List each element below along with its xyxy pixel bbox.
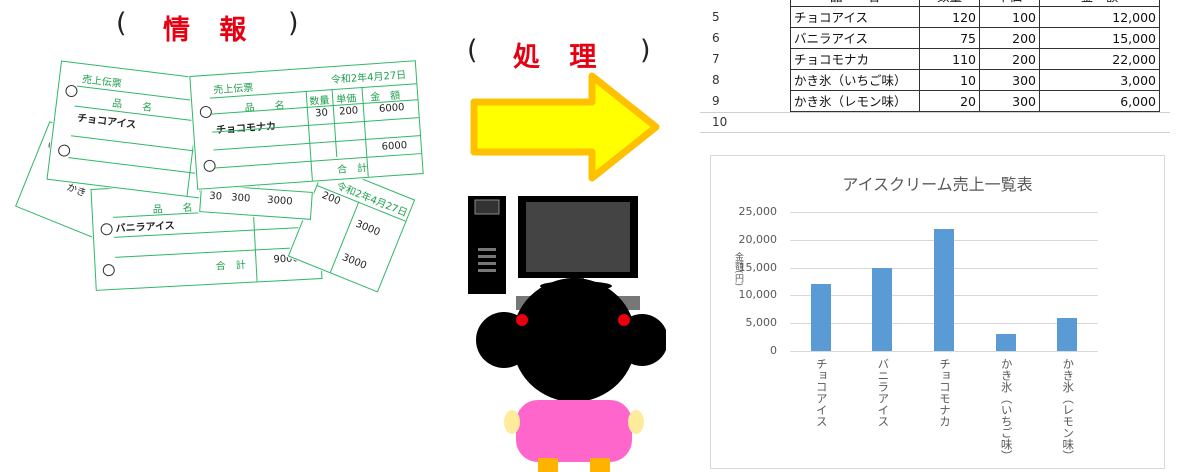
cell-price[interactable]: 300 [980,70,1040,91]
chart-bar[interactable] [872,267,893,351]
slip-total-label: 合 計 [215,259,246,273]
punch-hole [102,263,116,277]
slip-amount: 6000 [378,102,405,115]
process-arrow-icon [470,72,660,182]
punch-hole [203,159,217,173]
cell-price[interactable]: 100 [980,7,1040,28]
slip-date: 令和2年4月27日 [330,69,407,87]
chart-bar[interactable] [934,228,954,351]
x-tick-label: かき氷（いちご味） [999,358,1014,462]
chart-bar[interactable] [810,284,831,351]
spreadsheet: 4 品 名 数量 単価 金 額 5 チョコアイス 120 100 12,000 … [700,0,1170,133]
info-close-paren: ) [288,8,299,39]
header-price: 単価 [980,0,1040,7]
cell-qty[interactable]: 75 [920,28,980,49]
y-tick-label: 0 [770,344,777,357]
slip-total: 6000 [381,140,408,153]
cell-item[interactable]: かき氷（レモン味） [790,91,920,112]
punch-hole [100,222,113,236]
chart-bar[interactable] [995,334,1016,351]
slip-item: バニラアイス [115,220,176,235]
gridline [790,351,1098,352]
cell-price[interactable]: 200 [980,49,1040,70]
cell-item[interactable]: チョコアイス [790,7,920,28]
slip-amount: 3000 [266,194,293,208]
cell-qty[interactable]: 10 [920,70,980,91]
grid-line [700,112,1170,113]
punch-hole [199,105,213,119]
header-amount: 金 額 [1040,0,1160,7]
info-heading: 情 報 [163,15,257,46]
punch-hole [57,143,71,158]
header-item: 品 名 [790,0,920,7]
x-tick-label: チョコモナカ [938,358,952,427]
chart-bar[interactable] [1057,317,1078,351]
row-number: 5 [712,10,720,24]
cell-amount[interactable]: 22,000 [1040,49,1160,70]
slip-date: 令和2年4月27日 [334,180,409,220]
row-number: 9 [712,94,720,108]
cell-price[interactable]: 200 [980,28,1040,49]
row-number: 4 [700,0,785,7]
row-number: 10 [712,115,728,129]
grid-line [700,132,1170,133]
slip-amount: 3000 [340,252,369,272]
cell-item[interactable]: チョコモナカ [790,49,920,70]
proc-open-paren: ( [467,35,478,66]
slip-total-label: 合 計 [336,162,368,176]
row-number: 6 [712,31,720,45]
y-tick-label: 5,000 [745,316,778,330]
cell-amount[interactable]: 3,000 [1040,70,1160,91]
cell-qty[interactable]: 20 [920,91,980,112]
cell-price[interactable]: 300 [980,91,1040,112]
slip-qty: 30 [208,190,223,203]
gridline [790,212,1098,213]
y-tick-label: 15,000 [738,260,778,274]
cell-qty[interactable]: 110 [920,49,980,70]
slip-price: 200 [338,105,359,118]
x-tick-label: チョコアイス [814,358,829,427]
slip-rule [214,153,422,169]
cell-amount[interactable]: 12,000 [1040,7,1160,28]
sales-chart[interactable]: アイスクリーム売上一覧表 金額(円) 0 5,000 10,000 15,000 20,… [710,155,1165,469]
row-number: 8 [712,73,720,87]
girl-at-computer-illustration [468,196,666,472]
header-qty: 数量 [920,0,980,7]
cell-amount[interactable]: 15,000 [1040,28,1160,49]
cell-amount[interactable]: 6,000 [1040,91,1160,112]
cell-qty[interactable]: 120 [920,7,980,28]
y-tick-label: 25,000 [738,205,778,218]
row-number: 7 [712,52,720,66]
cell-item[interactable]: バニラアイス [790,28,920,49]
cell-item[interactable]: かき氷（いちご味） [790,70,920,91]
y-axis-label: 金額(円) [733,252,743,287]
sales-slip-front: 売上伝票 令和2年4月27日 品 名 数量 単価 金 額 チョコモナカ 30 2… [189,60,424,190]
slip-qty: 30 [314,107,329,120]
chart-title: アイスクリーム売上一覧表 [842,175,1033,194]
slip-amount: 3000 [353,218,382,239]
proc-close-paren: ) [640,35,651,66]
slip-title: 売上伝票 [213,82,254,97]
x-tick-label: バニラアイス [876,358,891,427]
x-tick-label: かき氷（レモン味） [1061,358,1076,462]
info-open-paren: ( [116,8,127,39]
y-tick-label: 20,000 [738,232,778,246]
y-tick-label: 10,000 [738,288,778,302]
process-heading: 処 理 [513,42,607,73]
slip-price: 300 [230,192,251,205]
